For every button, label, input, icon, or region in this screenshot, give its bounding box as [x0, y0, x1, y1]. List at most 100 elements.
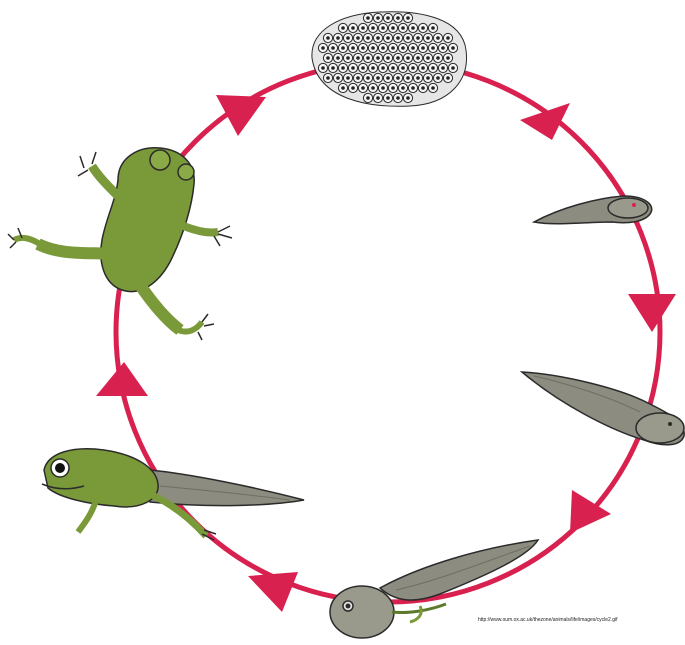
egg-embryo: [341, 66, 345, 70]
egg-embryo: [351, 86, 355, 90]
egg-embryo: [401, 26, 405, 30]
egg-embryo: [421, 66, 425, 70]
egg-embryo: [376, 96, 380, 100]
egg-embryo: [346, 36, 350, 40]
egg-embryo: [366, 16, 370, 20]
egg-embryo: [376, 36, 380, 40]
egg-embryo: [386, 16, 390, 20]
egg-embryo: [361, 26, 365, 30]
egg-embryo: [406, 36, 410, 40]
egg-embryo: [366, 76, 370, 80]
egg-embryo: [366, 36, 370, 40]
egg-embryo: [451, 46, 455, 50]
egg-embryo: [381, 66, 385, 70]
egg-embryo: [416, 36, 420, 40]
egg-embryo: [426, 76, 430, 80]
egg-embryo: [351, 26, 355, 30]
egg-embryo: [431, 86, 435, 90]
egg-embryo: [331, 66, 335, 70]
egg-embryo: [446, 76, 450, 80]
egg-embryo: [336, 56, 340, 60]
egg-embryo: [371, 86, 375, 90]
egg-embryo: [391, 86, 395, 90]
froglet-with-tail: [42, 449, 304, 540]
egg-embryo: [366, 56, 370, 60]
egg-embryo: [421, 26, 425, 30]
egg-embryo: [346, 76, 350, 80]
egg-embryo: [406, 76, 410, 80]
source-url-caption: http://www.oum.ox.ac.uk/thezone/animals/…: [478, 617, 618, 623]
egg-embryo: [396, 16, 400, 20]
egg-embryo: [446, 36, 450, 40]
egg-embryo: [406, 56, 410, 60]
egg-embryo: [321, 46, 325, 50]
egg-embryo: [441, 46, 445, 50]
egg-embryo: [346, 56, 350, 60]
egg-embryo: [451, 66, 455, 70]
egg-embryo: [431, 46, 435, 50]
egg-embryo: [341, 26, 345, 30]
egg-embryo: [341, 86, 345, 90]
egg-embryo: [336, 76, 340, 80]
egg-embryo: [446, 56, 450, 60]
egg-embryo: [436, 56, 440, 60]
egg-embryo: [421, 46, 425, 50]
arrow-left: [96, 362, 148, 396]
egg-embryo: [351, 66, 355, 70]
egg-embryo: [341, 46, 345, 50]
egg-embryo: [391, 46, 395, 50]
egg-embryo: [326, 36, 330, 40]
frog-spawn-eggs: [312, 12, 467, 107]
egg-embryo: [411, 26, 415, 30]
egg-embryo: [371, 26, 375, 30]
egg-embryo: [371, 66, 375, 70]
egg-embryo: [401, 46, 405, 50]
egg-embryo: [371, 46, 375, 50]
egg-embryo: [411, 46, 415, 50]
egg-embryo: [386, 36, 390, 40]
egg-embryo: [321, 66, 325, 70]
adult-frog: [8, 148, 232, 340]
egg-embryo: [426, 56, 430, 60]
egg-embryo: [336, 36, 340, 40]
egg-embryo: [361, 46, 365, 50]
egg-embryo: [381, 26, 385, 30]
egg-embryo: [386, 96, 390, 100]
egg-embryo: [426, 36, 430, 40]
arrow-bottom-left: [248, 572, 298, 612]
egg-embryo: [331, 46, 335, 50]
egg-embryo: [421, 86, 425, 90]
egg-embryo: [396, 36, 400, 40]
egg-embryo: [366, 96, 370, 100]
egg-embryo: [391, 66, 395, 70]
egg-embryo: [436, 76, 440, 80]
egg-embryo: [411, 66, 415, 70]
egg-embryo: [351, 46, 355, 50]
egg-embryo: [431, 26, 435, 30]
egg-embryo: [406, 96, 410, 100]
egg-embryo: [376, 16, 380, 20]
arrow-right: [628, 294, 676, 332]
egg-embryo: [326, 76, 330, 80]
egg-embryo: [416, 56, 420, 60]
egg-embryo: [376, 76, 380, 80]
egg-embryo: [361, 86, 365, 90]
egg-embryo: [356, 36, 360, 40]
egg-embryo: [406, 16, 410, 20]
egg-embryo: [356, 76, 360, 80]
egg-embryo: [381, 46, 385, 50]
egg-embryo: [416, 76, 420, 80]
egg-embryo: [441, 66, 445, 70]
tadpole-stage-growing: [522, 372, 684, 445]
egg-embryo: [436, 36, 440, 40]
egg-embryo: [356, 56, 360, 60]
egg-embryo: [386, 76, 390, 80]
tadpole-stage-hatchling: [534, 196, 652, 224]
egg-embryo: [401, 86, 405, 90]
egg-embryo: [391, 26, 395, 30]
egg-embryo: [401, 66, 405, 70]
egg-embryo: [396, 96, 400, 100]
egg-embryo: [396, 56, 400, 60]
egg-embryo: [396, 76, 400, 80]
